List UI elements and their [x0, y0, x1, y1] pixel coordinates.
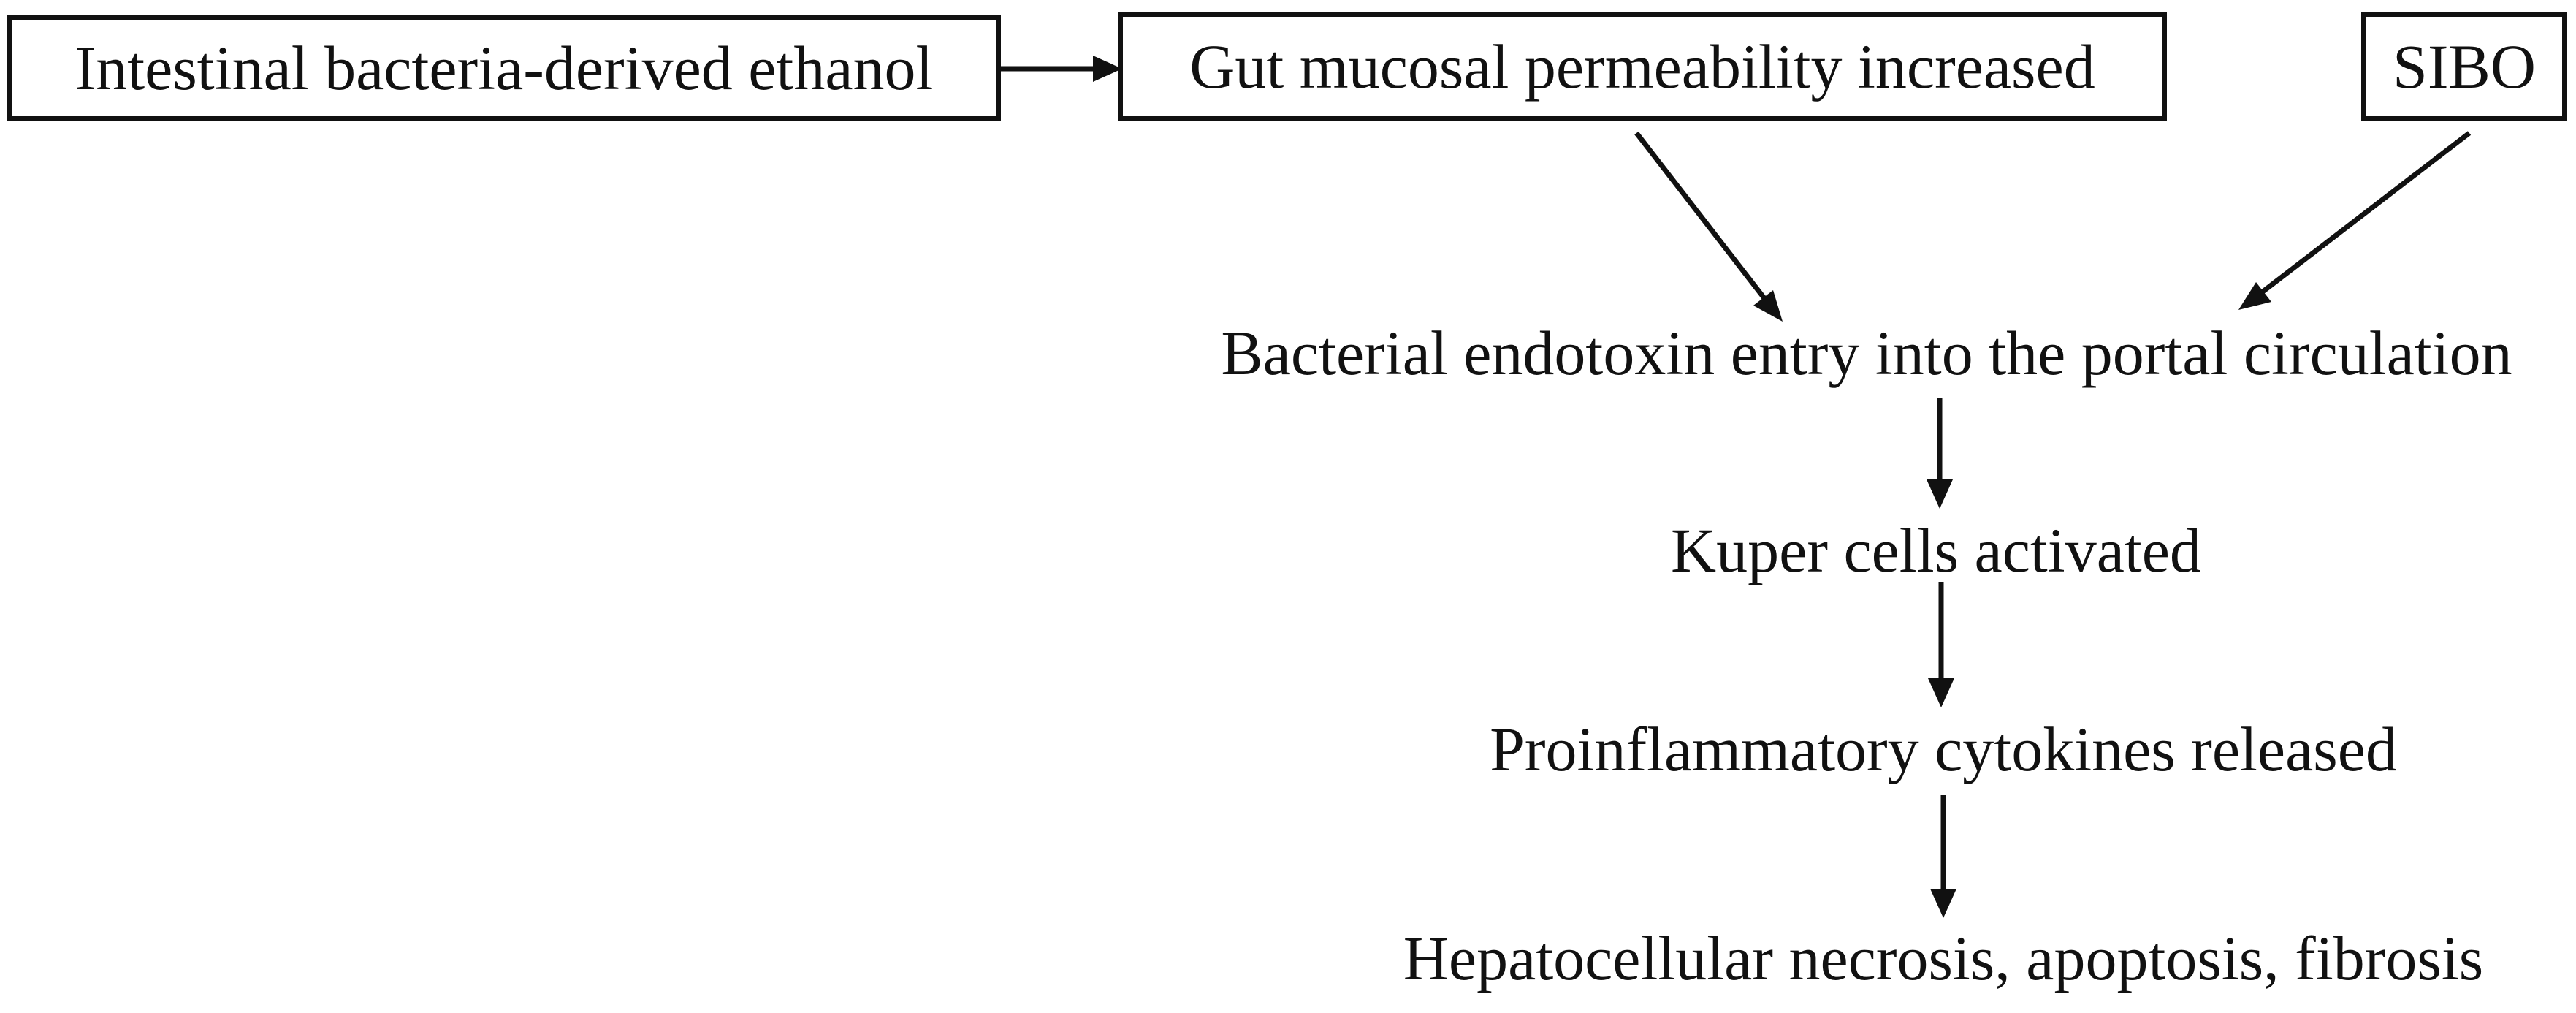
endotoxin-step: Bacterial endotoxin entry into the porta… [1221, 318, 2512, 388]
ethanol-label: Intestinal bacteria-derived ethanol [75, 33, 934, 103]
arrow-endotoxin-to-kupffer [1927, 398, 1953, 509]
arrow-kupffer-to-cytokines [1928, 582, 1954, 707]
ethanol-box: Intestinal bacteria-derived ethanol [7, 15, 1001, 121]
arrow-ethanol-to-permeability [1001, 56, 1122, 82]
arrow-sibo-to-endotoxin [2238, 131, 2472, 310]
cytokines-step: Proinflammatory cytokines released [1490, 714, 2397, 784]
sibo-box: SIBO [2361, 12, 2567, 121]
outcome-step: Hepatocellular necrosis, apoptosis, fibr… [1403, 923, 2484, 993]
permeability-box: Gut mucosal permeability increased [1118, 12, 2167, 121]
kupffer-step: Kuper cells activated [1671, 515, 2201, 585]
arrow-permeability-to-endotoxin [1634, 131, 1783, 322]
arrow-cytokines-to-outcome [1930, 795, 1956, 918]
sibo-label: SIBO [2393, 31, 2536, 102]
permeability-label: Gut mucosal permeability increased [1189, 31, 2095, 102]
